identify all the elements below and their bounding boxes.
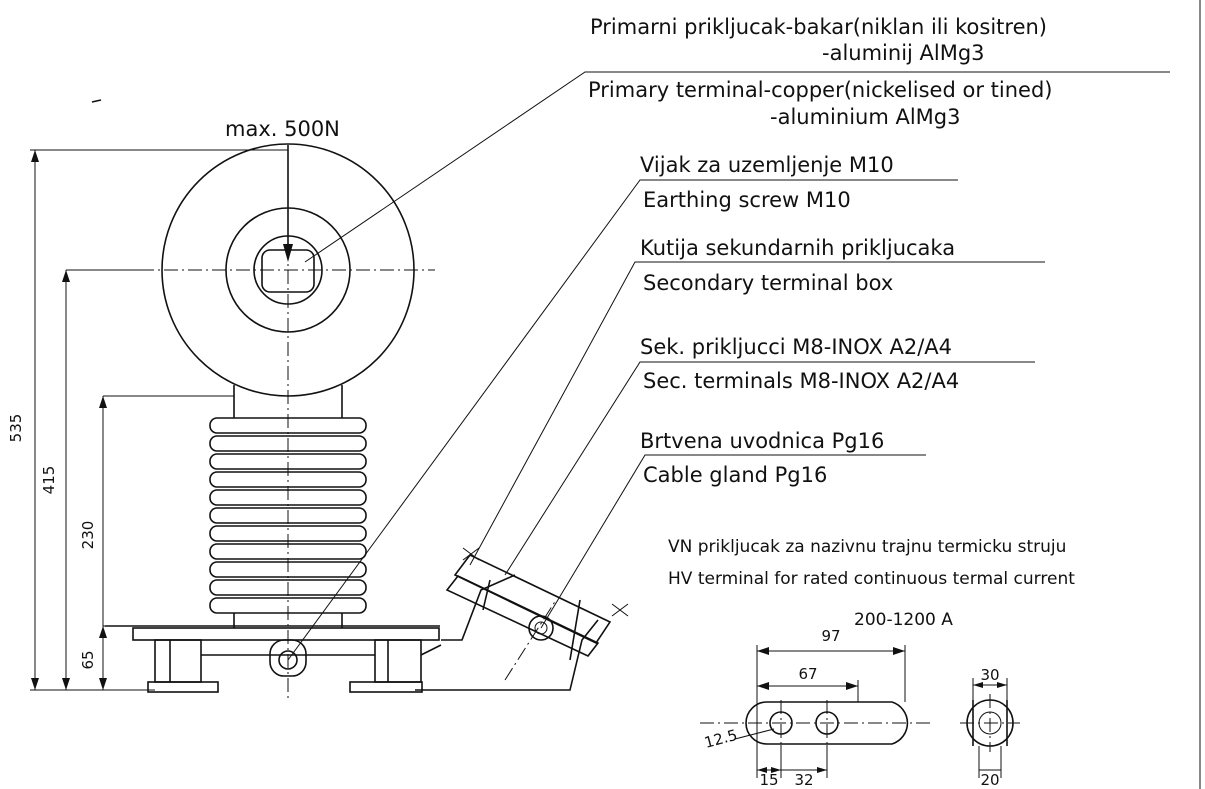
dimension-67 [757,680,859,702]
insulator-body [209,385,367,628]
dim-insulator-height: 230 [79,521,97,550]
primary-terminal-label-hr: Primarni prikljucak-bakar(niklan ili kos… [590,15,1047,39]
dimension-97 [756,645,906,778]
dim-total-height: 535 [7,414,25,443]
force-arrow [283,145,293,262]
cable-gland-label-hr: Brtvena uvodnica Pg16 [640,429,884,453]
dimension-12-5 [734,728,775,740]
secondary-terminal-box [415,553,612,691]
dimension-30 [972,678,1008,700]
dim-edge-offset: 15 [759,771,778,789]
dim-terminal-thickness: 20 [980,771,999,789]
dim-hole-diameter: 12.5 [702,726,739,752]
dim-terminal-length: 97 [821,627,840,645]
earthing-screw [269,639,307,677]
dim-hole-spacing: 32 [794,771,813,789]
primary-terminal-label-en: Primary terminal-copper(nickelised or ti… [588,78,1052,102]
cable-gland-label-en: Cable gland Pg16 [643,463,827,487]
terminal-bolt-marks [462,547,629,617]
dimension-65 [99,625,130,638]
transformer-base [105,625,442,693]
hv-terminal-label-hr: VN prikljucak za nazivnu trajnu termicku… [668,537,1066,557]
hv-terminal-end-view [960,694,1020,752]
stray-mark [91,99,102,103]
dimension-15-32 [757,745,828,778]
secondary-box-label-en: Secondary terminal box [643,271,893,295]
dimension-415 [62,269,140,690]
primary-terminal-label-en-2: -aluminium AlMg3 [770,105,960,129]
secondary-terminals-label-en: Sec. terminals M8-INOX A2/A4 [643,369,959,393]
dimension-230 [99,395,234,690]
dim-axis-height: 415 [40,466,58,495]
cable-gland [528,615,554,641]
primary-terminal-label-hr-2: -aluminij AlMg3 [822,41,985,65]
current-range-label: 200-1200 A [854,610,953,630]
max-force-label: max. 500N [225,117,340,141]
secondary-terminals-label-hr: Sek. prikljucci M8-INOX A2/A4 [640,335,952,359]
dimension-20 [978,746,1002,778]
dim-base-height: 65 [79,650,97,669]
dim-hole-span: 67 [798,665,817,683]
earthing-screw-label-hr: Vijak za uzemljenje M10 [640,153,894,177]
earthing-screw-label-en: Earthing screw M10 [643,188,851,212]
hv-terminal-label-en: HV terminal for rated continuous termal … [668,569,1075,589]
leader-lines [287,71,1170,661]
secondary-box-label-hr: Kutija sekundarnih prikljucaka [640,236,955,260]
dim-terminal-width: 30 [980,666,999,684]
hv-terminal-flat-bar [700,700,930,746]
dimension-535 [30,149,288,691]
